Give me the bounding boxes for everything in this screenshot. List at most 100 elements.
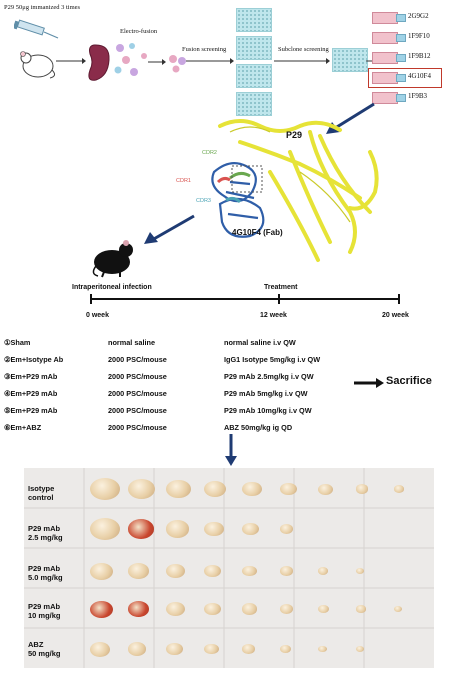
- immunization-label: P29 50μg immanized 3 times: [4, 4, 81, 11]
- cyst-specimen: [280, 644, 292, 654]
- blue-arrow-to-mouse: [144, 214, 195, 244]
- cyst-specimen: [318, 604, 330, 614]
- flask-icon: [372, 52, 406, 64]
- cyst-specimen: [90, 641, 111, 657]
- cdr3-label: CDR3: [196, 198, 211, 204]
- flask-icon: [372, 12, 406, 24]
- cyst-specimen: [242, 481, 262, 497]
- flow-arrow-1: [56, 58, 86, 64]
- group-dose: 2000 PSC/mouse: [108, 355, 167, 364]
- cyst-specimen: [280, 524, 294, 534]
- photo-row-label: P29 mAb 2.5 mg/kg: [28, 524, 63, 542]
- group-treatment: P29 mAb 10mg/kg i.v QW: [224, 406, 312, 415]
- cyst-specimen: [128, 563, 149, 579]
- sacrifice-label: Sacrifice: [386, 375, 432, 387]
- cyst-specimen: [166, 479, 191, 499]
- cyst-specimen: [128, 478, 156, 500]
- cyst-specimen: [204, 480, 227, 498]
- syringe-icon: [14, 19, 59, 39]
- fusion-plate: [236, 92, 272, 116]
- cyst-specimen: [90, 562, 113, 580]
- group-name: ②Em+Isotype Ab: [4, 355, 64, 364]
- cells-icon: [114, 43, 166, 76]
- clone-label: 1F9B3: [408, 92, 428, 100]
- cyst-specimen: [356, 484, 369, 494]
- fusion-plate: [236, 64, 272, 88]
- treatment-label: Treatment: [264, 284, 298, 291]
- group-name: ③Em+P29 mAb: [4, 372, 58, 381]
- subclone-plate: [332, 48, 368, 72]
- protein-structure: [211, 119, 379, 262]
- clone-label: 1F9F10: [408, 32, 430, 40]
- mouse-icon: [20, 51, 56, 79]
- cyst-specimen: [166, 520, 190, 538]
- week-label-20: 20 week: [382, 312, 409, 319]
- cyst-specimen: [166, 642, 183, 656]
- group-treatment: normal saline i.v QW: [224, 338, 296, 347]
- black-mouse-icon: [92, 240, 133, 278]
- cyst-specimen: [394, 485, 404, 493]
- cyst-specimen: [90, 478, 120, 500]
- fusion-screening-label: Fusion screening: [182, 46, 227, 53]
- cyst-specimen: [280, 482, 298, 496]
- group-dose: 2000 PSC/mouse: [108, 406, 167, 415]
- cyst-specimen: [280, 566, 293, 576]
- week-label-0: 0 week: [86, 312, 109, 319]
- flask-icon: [372, 72, 406, 84]
- cyst-specimen: [394, 606, 403, 612]
- photo-row-label: P29 mAb 5.0 mg/kg: [28, 564, 63, 582]
- cyst-specimen: [128, 642, 147, 656]
- cyst-specimen: [90, 600, 113, 618]
- week-label-12: 12 week: [260, 312, 287, 319]
- cyst-specimen: [242, 522, 259, 536]
- clone-label: 1F9B12: [408, 52, 431, 60]
- cyst-specimen: [318, 645, 328, 653]
- group-treatment: ABZ 50mg/kg ig QD: [224, 423, 293, 432]
- cdr1-label: CDR1: [176, 178, 191, 184]
- cyst-specimen: [128, 601, 150, 617]
- group-dose: 2000 PSC/mouse: [108, 423, 167, 432]
- group-name: ④Em+P29 mAb: [4, 389, 58, 398]
- cyst-specimen: [280, 604, 294, 614]
- right-arrow-icon: [354, 378, 384, 388]
- photo-row-label: Isotype control: [28, 484, 55, 502]
- cyst-specimen: [356, 567, 365, 575]
- cyst-specimen: [166, 564, 185, 578]
- group-dose: normal saline: [108, 338, 156, 347]
- cyst-specimen: [356, 646, 365, 652]
- timeline-tick-end: [398, 294, 400, 304]
- flow-arrow-3: [274, 58, 330, 64]
- photo-row-label: ABZ 50 mg/kg: [28, 640, 61, 658]
- spleen-icon: [88, 44, 110, 81]
- photo-row-label: P29 mAb 10 mg/kg: [28, 602, 61, 620]
- flask-icon: [372, 32, 406, 44]
- cyst-specimen: [166, 601, 186, 617]
- group-treatment: P29 mAb 5mg/kg i.v QW: [224, 389, 308, 398]
- cyst-specimen: [128, 519, 155, 539]
- highlight-box: [368, 68, 442, 88]
- flow-arrow-2: [186, 58, 234, 64]
- timeline-axis: [90, 298, 400, 300]
- blue-arrow-to-photo: [225, 434, 237, 466]
- group-name: ⑤Em+P29 mAb: [4, 406, 58, 415]
- cyst-specimen: [356, 605, 366, 613]
- cyst-specimen: [90, 518, 120, 540]
- cyst-specimen: [204, 564, 221, 578]
- cdr2-label: CDR2: [202, 150, 217, 156]
- cyst-specimen: [242, 644, 255, 654]
- cyst-specimen: [242, 565, 257, 577]
- timeline-tick-mid: [278, 294, 280, 304]
- fusion-plate: [236, 36, 272, 60]
- infection-label: Intraperitoneal infection: [72, 284, 152, 291]
- flask-icon: [372, 92, 406, 104]
- cyst-specimen: [204, 643, 219, 655]
- clone-label: 2G9G2: [408, 12, 429, 20]
- fab-label: 4G10F4 (Fab): [232, 228, 283, 237]
- group-dose: 2000 PSC/mouse: [108, 372, 167, 381]
- electrofusion-label: Electro-fusion: [120, 28, 158, 35]
- fusion-plate: [236, 8, 272, 32]
- group-name: ①Sham: [4, 338, 31, 347]
- cyst-specimen: [318, 567, 329, 575]
- group-treatment: P29 mAb 2.5mg/kg i.v QW: [224, 372, 314, 381]
- timeline-tick-start: [90, 294, 92, 304]
